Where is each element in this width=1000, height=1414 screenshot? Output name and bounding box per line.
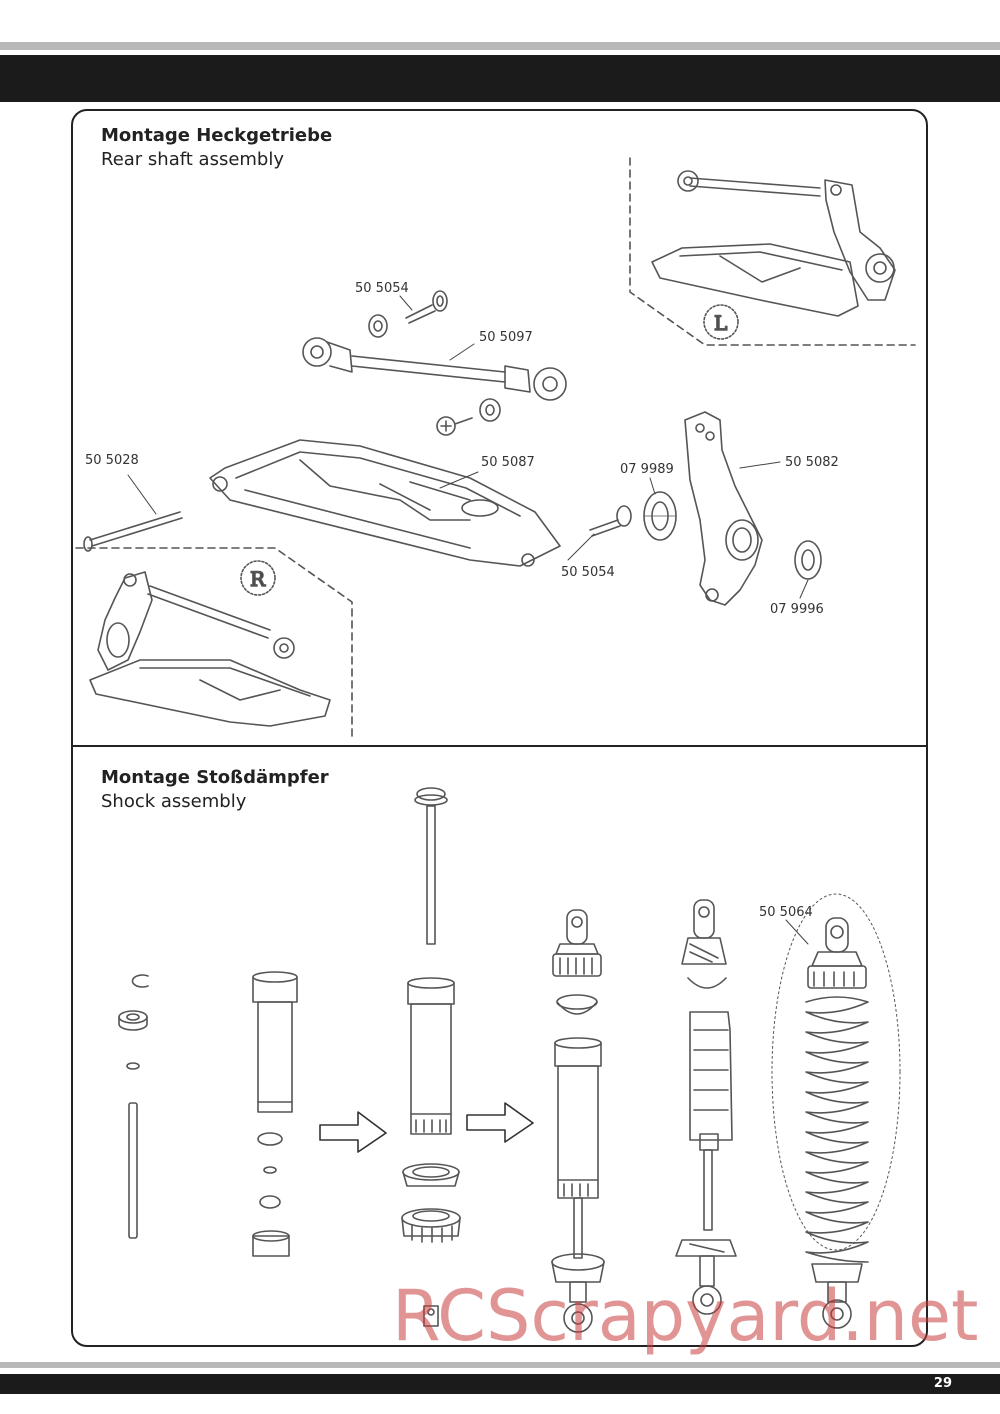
shock-cross-section-icon: [675, 899, 737, 1315]
inset-left-diagram: [629, 157, 916, 346]
shock-cap-icon: [552, 909, 602, 977]
shock-shaft-icon: [128, 1102, 138, 1239]
hub-carrier-icon: [684, 411, 763, 606]
complete-shock-icon: [771, 893, 901, 1329]
footer-bar: [0, 1374, 1000, 1394]
bushing-icon: [368, 314, 388, 338]
watermark: RCScrapyard.net: [392, 1275, 979, 1357]
section-title-rear-shaft-en: Rear shaft assembly: [101, 149, 285, 170]
part-number: 07 9996: [770, 602, 824, 617]
screw-icon: [405, 290, 448, 324]
screw-icon: [436, 416, 473, 436]
shock-body-icon: [551, 1037, 605, 1333]
screw-icon: [589, 505, 632, 537]
suspension-arm-icon: [209, 439, 561, 567]
piston-shaft-icon: [414, 787, 448, 945]
bushing-icon: [479, 398, 501, 422]
part-number: 50 5082: [785, 455, 839, 470]
part-number: 50 5028: [85, 453, 139, 468]
footer-stripe: [0, 1362, 1000, 1368]
section-title-shock-de: Montage Stoßdämpfer: [101, 767, 329, 788]
hinge-pin-icon: [83, 511, 183, 552]
section-divider: [73, 745, 926, 747]
section-title-shock-en: Shock assembly: [101, 791, 247, 812]
shock-body-icon: [407, 977, 455, 1135]
part-number: 50 5097: [479, 330, 533, 345]
collar-icon: [401, 1208, 461, 1243]
part-number: 50 5054: [355, 281, 409, 296]
content-frame: Montage Heckgetriebe Rear shaft assembly…: [71, 109, 928, 1347]
bearing-icon: [794, 540, 822, 580]
part-number: 50 5064: [759, 905, 813, 920]
part-number: 07 9989: [620, 462, 674, 477]
rod-end-icon: [423, 1305, 439, 1327]
part-number: 50 5054: [561, 565, 615, 580]
header-bar: [0, 55, 1000, 102]
inset-right-diagram: [75, 547, 353, 741]
turnbuckle-icon: [302, 337, 567, 401]
arrow-right-icon: [466, 1102, 534, 1143]
e-clip-icon: [131, 974, 149, 988]
shock-body-icon: [252, 971, 298, 1257]
inset-right-label: R: [250, 567, 266, 591]
header-stripe: [0, 42, 1000, 50]
washer-icon: [118, 1010, 148, 1031]
inset-left-label: L: [714, 311, 727, 335]
part-number: 50 5087: [481, 455, 535, 470]
diaphragm-icon: [556, 994, 598, 1015]
arrow-right-icon: [319, 1111, 387, 1153]
bearing-icon: [643, 491, 677, 541]
spring-cup-icon: [402, 1163, 460, 1187]
page-number: 29: [933, 1376, 952, 1391]
o-ring-icon: [126, 1062, 140, 1070]
section-title-rear-shaft-de: Montage Heckgetriebe: [101, 125, 333, 146]
